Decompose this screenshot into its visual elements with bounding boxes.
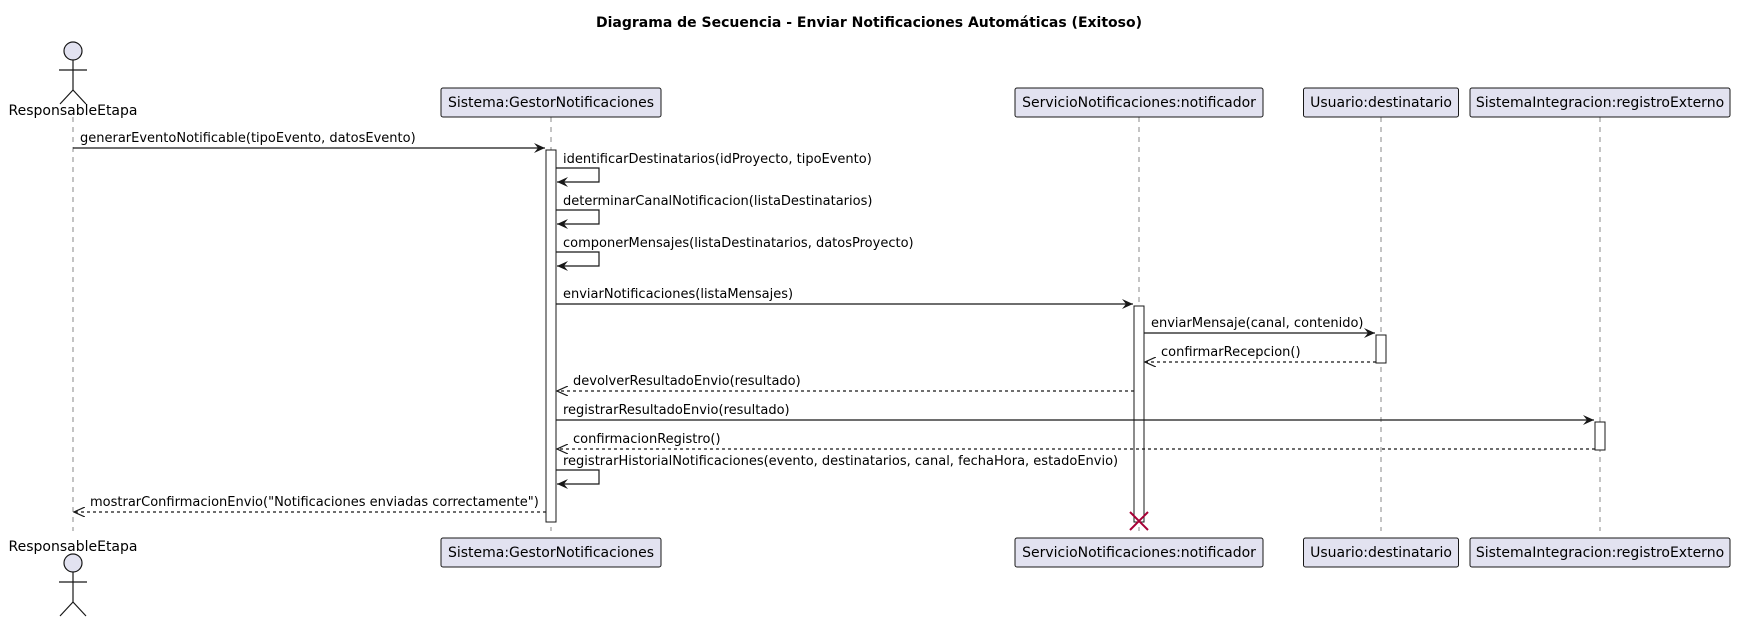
message-determinarcanalnotificacion: determinarCanalNotificacion(listaDestina… xyxy=(556,194,872,229)
activation-bar-destinatario xyxy=(1375,334,1387,364)
message-registrarhistorialnotificaciones: registrarHistorialNotificaciones(evento,… xyxy=(556,454,1118,489)
message-label: registrarResultadoEnvio(resultado) xyxy=(563,403,790,418)
participant-registro-top: SistemaIntegracion:registroExterno xyxy=(1469,87,1731,118)
participant-notificador-top: ServicioNotificaciones:notificador xyxy=(1014,87,1264,118)
message-label: confirmacionRegistro() xyxy=(573,432,721,447)
participants: ResponsableEtapaResponsableEtapaSistema:… xyxy=(9,41,1731,617)
actor-label: ResponsableEtapa xyxy=(9,103,138,119)
message-identificardestinatarios: identificarDestinatarios(idProyecto, tip… xyxy=(556,152,872,187)
actor-leg-icon xyxy=(72,601,87,617)
participant-box xyxy=(440,87,662,118)
message-arrow xyxy=(556,167,600,187)
participant-registro-bottom: SistemaIntegracion:registroExterno xyxy=(1469,537,1731,568)
message-componermensajes: componerMensajes(listaDestinatarios, dat… xyxy=(556,236,914,271)
participant-label: Sistema:GestorNotificaciones xyxy=(448,95,654,111)
message-enviarnotificaciones: enviarNotificaciones(listaMensajes) xyxy=(556,287,1133,309)
message-arrow xyxy=(556,469,600,489)
actor-responsable-bottom: ResponsableEtapa xyxy=(9,539,138,617)
actor-head-icon xyxy=(63,553,83,573)
message-label: confirmarRecepcion() xyxy=(1161,345,1301,360)
participant-label: ServicioNotificaciones:notificador xyxy=(1022,95,1256,111)
actor-leg-icon xyxy=(72,89,87,105)
messages: generarEventoNotificable(tipoEvento, dat… xyxy=(73,131,1595,512)
message-label: registrarHistorialNotificaciones(evento,… xyxy=(563,454,1118,469)
actor-head-icon xyxy=(63,41,83,61)
actor-label: ResponsableEtapa xyxy=(9,539,138,555)
actor-leg-icon xyxy=(59,601,74,617)
destroy-icon xyxy=(1129,511,1149,531)
participant-box xyxy=(1014,537,1264,568)
activation-bar-registro xyxy=(1594,421,1606,451)
participant-box xyxy=(1303,537,1459,568)
participant-label: ServicioNotificaciones:notificador xyxy=(1022,545,1256,561)
message-label: generarEventoNotificable(tipoEvento, dat… xyxy=(80,131,416,146)
diagram-title: Diagrama de Secuencia - Enviar Notificac… xyxy=(596,15,1142,31)
participant-label: SistemaIntegracion:registroExterno xyxy=(1476,95,1724,111)
participant-label: Sistema:GestorNotificaciones xyxy=(448,545,654,561)
message-enviarmensaje: enviarMensaje(canal, contenido) xyxy=(1144,316,1375,338)
activation-bar-notificador xyxy=(1133,305,1145,523)
message-label: componerMensajes(listaDestinatarios, dat… xyxy=(563,236,914,251)
message-label: determinarCanalNotificacion(listaDestina… xyxy=(563,194,872,209)
participant-gestor-top: Sistema:GestorNotificaciones xyxy=(440,87,662,118)
actor-responsable-top: ResponsableEtapa xyxy=(9,41,138,119)
message-arrow xyxy=(556,251,600,271)
message-devolverresultadoenvio: devolverResultadoEnvio(resultado) xyxy=(557,374,1134,391)
message-arrow xyxy=(556,209,600,229)
message-label: mostrarConfirmacionEnvio("Notificaciones… xyxy=(90,495,539,510)
message-label: enviarNotificaciones(listaMensajes) xyxy=(563,287,793,302)
message-label: enviarMensaje(canal, contenido) xyxy=(1151,316,1364,331)
participant-destinatario-bottom: Usuario:destinatario xyxy=(1303,537,1459,568)
message-label: devolverResultadoEnvio(resultado) xyxy=(573,374,801,389)
activation-bars xyxy=(545,149,1606,531)
message-registrarresultadoenvio: registrarResultadoEnvio(resultado) xyxy=(556,403,1594,425)
actor-leg-icon xyxy=(59,89,74,105)
participant-label: Usuario:destinatario xyxy=(1310,545,1452,561)
participant-destinatario-top: Usuario:destinatario xyxy=(1303,87,1459,118)
participant-notificador-bottom: ServicioNotificaciones:notificador xyxy=(1014,537,1264,568)
participant-box xyxy=(1303,87,1459,118)
participant-gestor-bottom: Sistema:GestorNotificaciones xyxy=(440,537,662,568)
activation-bar-gestor xyxy=(545,149,557,523)
message-confirmacionregistro: confirmacionRegistro() xyxy=(557,432,1595,449)
participant-box xyxy=(1014,87,1264,118)
message-mostrarconfirmacionenvio: mostrarConfirmacionEnvio("Notificaciones… xyxy=(74,495,546,512)
message-label: identificarDestinatarios(idProyecto, tip… xyxy=(563,152,872,167)
message-confirmarrecepcion: confirmarRecepcion() xyxy=(1145,345,1376,362)
participant-label: SistemaIntegracion:registroExterno xyxy=(1476,545,1724,561)
participant-box xyxy=(1469,537,1731,568)
participant-box xyxy=(440,537,662,568)
message-generareventonotificable: generarEventoNotificable(tipoEvento, dat… xyxy=(73,131,545,153)
participant-box xyxy=(1469,87,1731,118)
participant-label: Usuario:destinatario xyxy=(1310,95,1452,111)
